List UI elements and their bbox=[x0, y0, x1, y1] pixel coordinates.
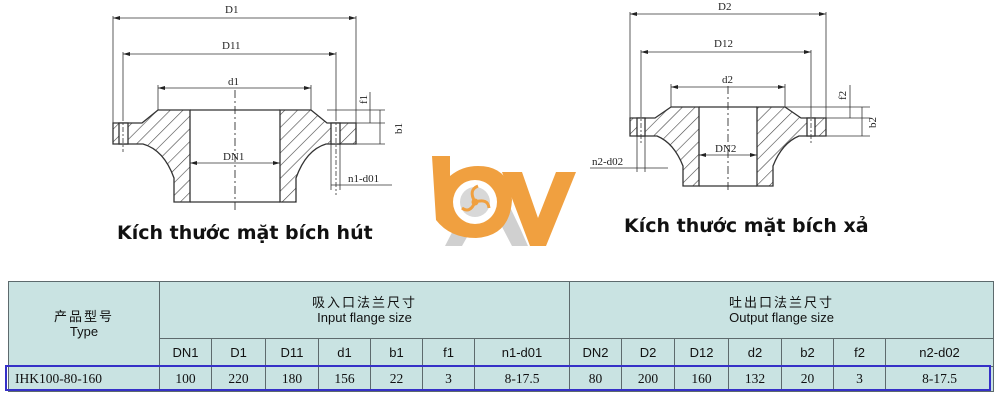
column-header: b2 bbox=[781, 338, 835, 367]
discharge-flange-caption: Kích thước mặt bích xả bbox=[624, 215, 869, 237]
column-header: f1 bbox=[422, 338, 475, 367]
column-header: D12 bbox=[674, 338, 730, 367]
label-D2: D2 bbox=[718, 1, 731, 13]
table-group-header-row: 产品型号 Type 吸入口法兰尺寸 Input flange size 吐出口法… bbox=[8, 281, 995, 367]
label-D12: D12 bbox=[714, 38, 733, 50]
table-cell: 3 bbox=[422, 366, 475, 392]
type-header-cn: 产品型号 bbox=[53, 309, 114, 324]
table-cell: 156 bbox=[318, 366, 371, 392]
input-group-en: Input flange size bbox=[317, 310, 412, 325]
discharge-flange-diagram bbox=[590, 12, 870, 192]
column-header: DN2 bbox=[569, 338, 623, 367]
table-cell: 22 bbox=[370, 366, 423, 392]
table-cell: 220 bbox=[211, 366, 266, 392]
label-f1: f1 bbox=[358, 95, 370, 104]
bw-logo bbox=[432, 156, 576, 246]
table-cell: 160 bbox=[674, 366, 730, 392]
column-header: b1 bbox=[370, 338, 423, 367]
label-d1: d1 bbox=[228, 76, 239, 88]
label-D1: D1 bbox=[225, 4, 238, 16]
column-header: DN1 bbox=[159, 338, 212, 367]
table-cell: 100 bbox=[159, 366, 212, 392]
column-header: d1 bbox=[318, 338, 371, 367]
table-cell: 3 bbox=[833, 366, 887, 392]
type-header: 产品型号 Type bbox=[8, 281, 160, 367]
suction-flange-diagram bbox=[112, 16, 392, 210]
table-row: IHK100-80-160 100 220 180 156 22 3 8-17.… bbox=[8, 366, 995, 392]
label-n1-d01: n1-d01 bbox=[348, 173, 379, 185]
table-cell: 80 bbox=[569, 366, 623, 392]
column-header: n1-d01 bbox=[473, 338, 571, 367]
input-flange-group-header: 吸入口法兰尺寸 Input flange size bbox=[158, 281, 571, 339]
suction-flange-right-section bbox=[279, 109, 357, 203]
column-header: n2-d02 bbox=[885, 338, 995, 367]
type-header-en: Type bbox=[69, 324, 99, 339]
label-d2: d2 bbox=[722, 74, 733, 86]
logo-w-orange bbox=[502, 172, 576, 246]
label-DN1: DN1 bbox=[223, 151, 244, 163]
output-flange-group-header: 吐出口法兰尺寸 Output flange size bbox=[569, 281, 995, 339]
table-column-header-row: DN1 D1 D11 d1 b1 f1 n1-d01 DN2 D2 D12 d2… bbox=[9, 338, 995, 367]
label-n2-d02: n2-d02 bbox=[592, 156, 623, 168]
discharge-flange-right-section bbox=[756, 106, 827, 187]
suction-flange-caption: Kích thước mặt bích hút bbox=[117, 222, 373, 244]
table-cell: 8-17.5 bbox=[885, 366, 995, 392]
label-b1: b1 bbox=[393, 123, 405, 134]
output-group-cn: 吐出口法兰尺寸 bbox=[729, 295, 835, 310]
column-header: D2 bbox=[621, 338, 676, 367]
column-header: d2 bbox=[728, 338, 783, 367]
flange-spec-table: 产品型号 Type 吸入口法兰尺寸 Input flange size 吐出口法… bbox=[8, 281, 995, 392]
column-header: D11 bbox=[265, 338, 319, 367]
output-group-en: Output flange size bbox=[729, 310, 834, 325]
column-header: D1 bbox=[211, 338, 266, 367]
table-cell: 132 bbox=[728, 366, 783, 392]
table-cell: 20 bbox=[781, 366, 835, 392]
column-header: f2 bbox=[833, 338, 887, 367]
input-group-cn: 吸入口法兰尺寸 bbox=[312, 295, 418, 310]
label-D11: D11 bbox=[222, 40, 241, 52]
model-cell: IHK100-80-160 bbox=[8, 366, 160, 392]
table-cell: 200 bbox=[621, 366, 676, 392]
label-DN2: DN2 bbox=[715, 143, 736, 155]
table-cell: 8-17.5 bbox=[473, 366, 571, 392]
label-b2: b2 bbox=[867, 117, 879, 128]
label-f2: f2 bbox=[837, 91, 849, 100]
table-cell: 180 bbox=[265, 366, 319, 392]
